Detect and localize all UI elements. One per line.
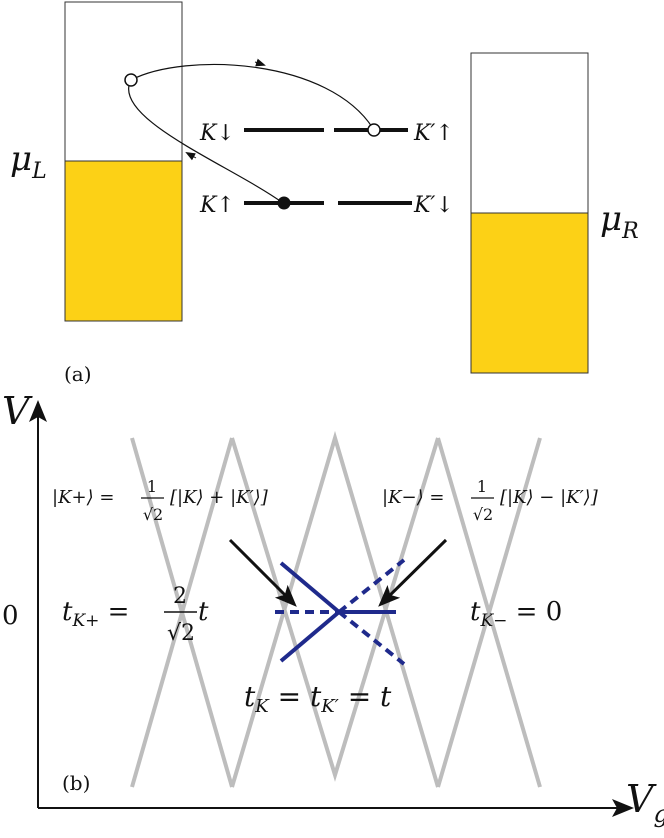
hole-kprime-up bbox=[367, 123, 381, 137]
arc-top bbox=[130, 63, 375, 131]
svg-text:2: 2 bbox=[173, 584, 187, 609]
t-k-formula: tK = tK′ = t bbox=[244, 680, 392, 717]
svg-text:|K−⟩ =: |K−⟩ = bbox=[382, 487, 444, 508]
right-lead-filled bbox=[470, 212, 589, 374]
svg-text:√2: √2 bbox=[143, 505, 163, 524]
arc-bottom-arrowhead bbox=[185, 152, 197, 161]
label-kprime-up: K′↑ bbox=[413, 121, 454, 146]
label-kprime-down: K′↓ bbox=[413, 193, 454, 218]
arc-bottom bbox=[128, 79, 284, 204]
t-kplus-formula: tK+ = 2 √2 t bbox=[62, 584, 209, 646]
panel-a-label: (a) bbox=[64, 362, 92, 386]
arrow-k-minus bbox=[378, 538, 448, 607]
ket-k-minus-label: |K−⟩ = 1 √2 [|K⟩ − |K′⟩] bbox=[382, 477, 599, 524]
mu-right-label: μR bbox=[600, 199, 639, 244]
panel-b: V Vg 0 |K+⟩ = 1 √2 bbox=[2, 389, 664, 828]
svg-text:1: 1 bbox=[147, 477, 157, 496]
label-k-up: K↑ bbox=[199, 193, 235, 218]
hole-left-lead bbox=[124, 73, 138, 87]
t-kminus-formula: tK− = 0 bbox=[470, 597, 562, 631]
left-lead-filled bbox=[64, 160, 183, 322]
panel-b-label: (b) bbox=[62, 771, 90, 795]
svg-text:√2: √2 bbox=[473, 505, 493, 524]
arc-top-arrowhead bbox=[254, 58, 266, 67]
svg-text:|K+⟩ =: |K+⟩ = bbox=[52, 487, 114, 508]
svg-text:t: t bbox=[198, 597, 209, 627]
left-lead-empty bbox=[64, 1, 183, 162]
axis-v-label: V bbox=[2, 389, 33, 433]
panel-a: μL μR K↓ K↑ K′↑ K′↓ (a) bbox=[10, 1, 639, 386]
arrow-k-plus bbox=[228, 538, 297, 607]
svg-text:tK+ =: tK+ = bbox=[62, 597, 129, 631]
svg-text:[|K⟩ + |K′⟩]: [|K⟩ + |K′⟩] bbox=[170, 487, 269, 508]
svg-text:1: 1 bbox=[477, 477, 487, 496]
axis-vg-label: Vg bbox=[626, 777, 664, 828]
line-solid-up bbox=[279, 610, 341, 663]
right-lead-empty bbox=[470, 52, 589, 214]
ket-k-plus-label: |K+⟩ = 1 √2 [|K⟩ + |K′⟩] bbox=[52, 477, 269, 524]
line-solid-down bbox=[279, 561, 341, 614]
zero-tick-label: 0 bbox=[2, 601, 19, 631]
mu-left-label: μL bbox=[10, 139, 47, 184]
svg-text:[|K⟩ − |K′⟩]: [|K⟩ − |K′⟩] bbox=[500, 487, 599, 508]
transition-lines bbox=[275, 558, 406, 666]
svg-text:√2: √2 bbox=[167, 621, 195, 646]
electron-k-up bbox=[277, 196, 291, 210]
label-k-down: K↓ bbox=[199, 121, 235, 146]
